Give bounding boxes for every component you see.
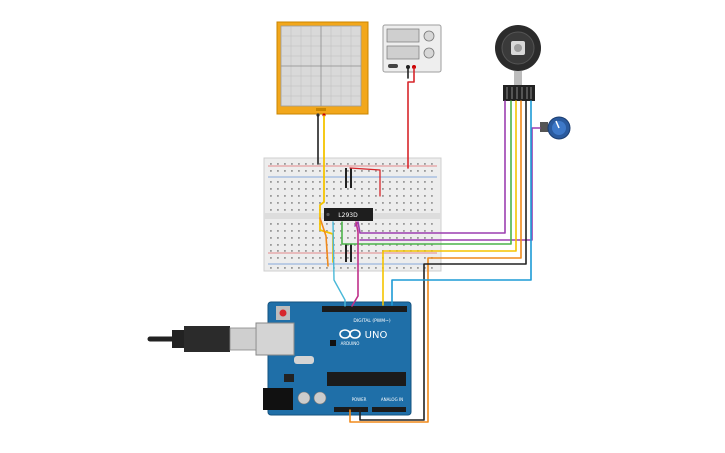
power-header-label: POWER bbox=[352, 397, 367, 402]
power-jack[interactable] bbox=[263, 388, 293, 410]
capacitor-1[interactable] bbox=[345, 168, 352, 188]
arduino-model: UNO bbox=[365, 330, 388, 341]
capacitor-2[interactable] bbox=[345, 244, 352, 262]
power-supply[interactable] bbox=[382, 24, 442, 73]
oscilloscope[interactable] bbox=[276, 21, 369, 117]
wire-encoder-blue[interactable] bbox=[391, 100, 532, 306]
wire-red-rail[interactable] bbox=[349, 167, 381, 197]
wire-pot-purple[interactable] bbox=[359, 127, 541, 241]
current-knob[interactable] bbox=[423, 47, 435, 59]
wire-encoder-black[interactable] bbox=[359, 100, 527, 421]
supply-terminal-pos[interactable] bbox=[412, 65, 416, 69]
wire-encoder-orange[interactable] bbox=[349, 100, 522, 423]
potentiometer[interactable] bbox=[540, 116, 571, 140]
wire-lightblue[interactable] bbox=[332, 221, 346, 307]
usb-port[interactable] bbox=[255, 322, 295, 356]
power-header[interactable] bbox=[334, 407, 368, 412]
encoder-connector[interactable] bbox=[503, 85, 535, 101]
driver-ic[interactable]: L293D bbox=[324, 208, 373, 221]
wire-supply-pos[interactable] bbox=[407, 67, 415, 169]
voltage-knob[interactable] bbox=[423, 30, 435, 42]
driver-ic-label: L293D bbox=[338, 212, 358, 219]
wire-orange-rail[interactable] bbox=[319, 217, 329, 267]
digital-header[interactable] bbox=[322, 306, 407, 312]
dc-motor-encoder[interactable] bbox=[495, 25, 541, 101]
arduino-brand: ARDUINO bbox=[341, 341, 360, 346]
wires bbox=[317, 67, 541, 423]
wire-encoder-green[interactable] bbox=[341, 100, 512, 245]
arduino-uno[interactable]: DIGITAL (PWM~) UNO ARDUINO POWER ANALOG … bbox=[255, 301, 412, 416]
wire-encoder-yellow[interactable] bbox=[382, 100, 517, 306]
supply-terminal-neg[interactable] bbox=[406, 65, 410, 69]
atmega-chip bbox=[327, 372, 406, 386]
oscilloscope-grid bbox=[281, 26, 361, 106]
oscilloscope-terminal-neg[interactable] bbox=[316, 113, 320, 117]
arduino-logo bbox=[339, 329, 361, 339]
analog-header[interactable] bbox=[372, 407, 406, 412]
digital-header-label: DIGITAL (PWM~) bbox=[353, 318, 391, 324]
analog-header-label: ANALOG IN bbox=[381, 397, 403, 402]
usb-cable[interactable] bbox=[147, 326, 257, 352]
wire-magenta[interactable] bbox=[351, 221, 359, 307]
